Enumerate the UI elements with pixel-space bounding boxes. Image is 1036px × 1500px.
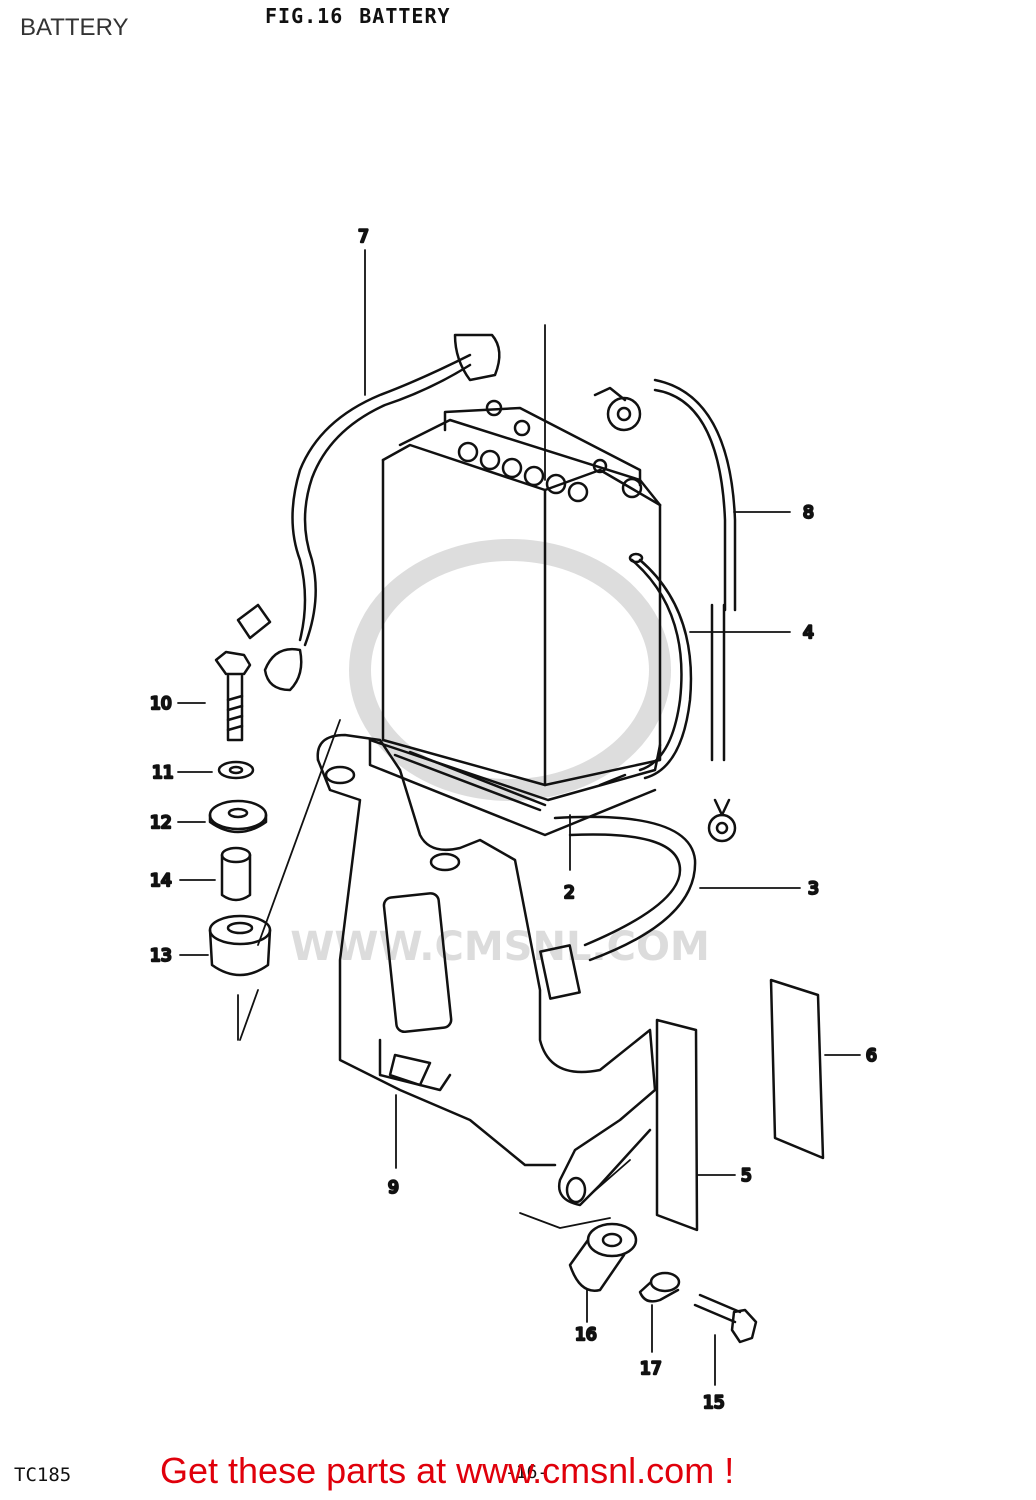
rubber-pad-6 — [769, 978, 825, 1160]
leader-lines — [177, 249, 861, 1386]
callout-10: 10 — [150, 694, 172, 714]
rubber-pad-5 — [655, 1018, 699, 1232]
callout-8: 8 — [803, 503, 814, 523]
cta-link[interactable]: Get these parts at www.cmsnl.com ! — [160, 1450, 735, 1491]
lock-washer-11 — [217, 760, 255, 780]
callout-6: 6 — [866, 1046, 877, 1066]
callout-13: 13 — [150, 946, 172, 966]
collar-14 — [220, 846, 252, 902]
figure-number: FIG.16 — [265, 4, 344, 28]
watermark-logo — [349, 539, 671, 801]
breather-tube — [628, 552, 693, 780]
collar-17 — [638, 1271, 681, 1303]
callout-14: 14 — [150, 871, 172, 891]
positive-lead-wire — [236, 333, 501, 692]
figure-name: BATTERY — [359, 4, 451, 28]
page-label: BATTERY — [20, 14, 129, 41]
grommet-16 — [568, 1222, 638, 1292]
bolt-15 — [693, 1293, 758, 1344]
callout-12: 12 — [150, 813, 172, 833]
callout-9: 9 — [388, 1178, 399, 1198]
model-code: TC185 — [14, 1464, 72, 1486]
callout-labels: 7 8 4 3 6 5 2 9 10 11 12 14 13 16 17 15 — [149, 226, 878, 1415]
callout-16: 16 — [575, 1325, 597, 1345]
battery-strap — [539, 815, 697, 1000]
callout-15: 15 — [703, 1393, 725, 1413]
callout-7: 7 — [358, 227, 369, 247]
washer-12 — [208, 799, 268, 834]
battery-pad — [368, 738, 662, 837]
grommet-13 — [208, 914, 272, 977]
negative-lead-wire — [593, 378, 737, 843]
callout-4: 4 — [803, 623, 814, 643]
callout-17: 17 — [640, 1359, 662, 1379]
bolt-10 — [214, 650, 252, 742]
assembly-guide-lines — [237, 719, 631, 1229]
page-number: -16- — [505, 1462, 549, 1483]
watermark-text: WWW.CMSNL.COM — [290, 924, 710, 970]
callout-11: 11 — [152, 763, 174, 783]
callout-5: 5 — [741, 1166, 752, 1186]
callout-3: 3 — [808, 879, 819, 899]
callout-2: 2 — [564, 883, 575, 903]
figure-title: FIG.16 BATTERY — [265, 4, 467, 28]
battery-holder-bracket — [316, 733, 657, 1207]
